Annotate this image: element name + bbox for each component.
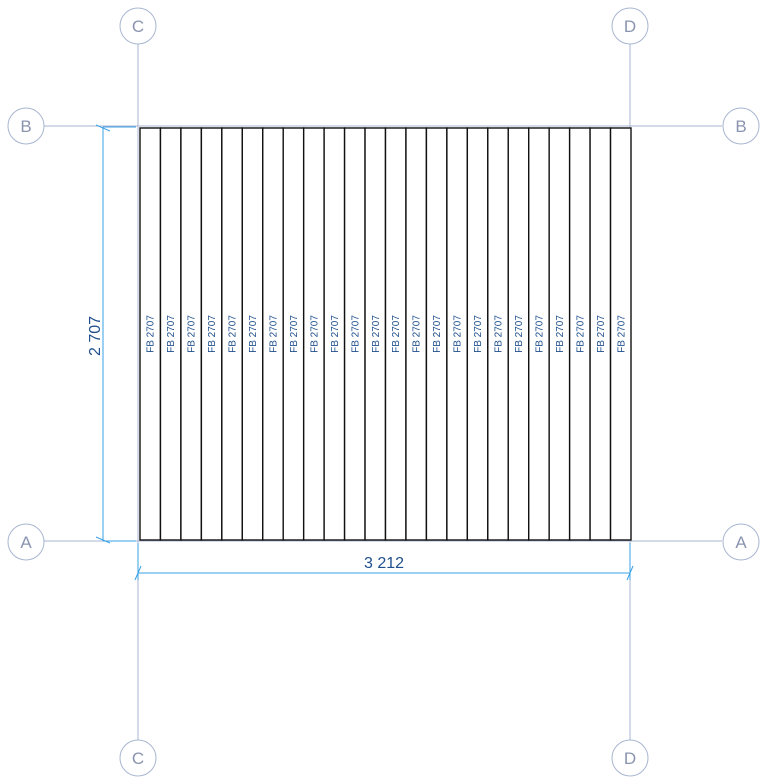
grid-bubble-c-bottom: C <box>119 739 157 777</box>
dimension-width-label: 3 212 <box>364 555 404 572</box>
plank-label: FB 2707 <box>330 315 341 353</box>
grid-bubble-d-top: D <box>611 7 649 45</box>
plank-label: FB 2707 <box>228 315 239 353</box>
plank-label: FB 2707 <box>555 315 566 353</box>
plank-label: FB 2707 <box>412 315 423 353</box>
plank-label: FB 2707 <box>248 315 259 353</box>
grid-bubble-d-bottom: D <box>611 739 649 777</box>
grid-label-c-top: C <box>132 17 144 36</box>
plank-label: FB 2707 <box>289 315 300 353</box>
plank-label: FB 2707 <box>146 315 157 353</box>
grid-bubble-b-left: B <box>7 107 45 145</box>
plank-label: FB 2707 <box>187 315 198 353</box>
plank-label: FB 2707 <box>453 315 464 353</box>
grid-label-b-right: B <box>735 117 746 136</box>
grid-label-a-right: A <box>735 533 747 552</box>
plank-label: FB 2707 <box>473 315 484 353</box>
grid-label-c-bottom: C <box>132 749 144 768</box>
plank-label: FB 2707 <box>166 315 177 353</box>
dimension-height: 2 707 <box>87 124 136 544</box>
plank-label: FB 2707 <box>575 315 586 353</box>
plank <box>609 127 632 541</box>
plank-label: FB 2707 <box>616 315 627 353</box>
plank-label: FB 2707 <box>534 315 545 353</box>
grid-label-b-left: B <box>20 117 31 136</box>
grid-bubble-b-right: B <box>722 107 760 145</box>
plank-label: FB 2707 <box>207 315 218 353</box>
plank-group: FB 2707 FB 2707 FB 2707 FB 2707 FB 2707 FB 27… <box>139 127 632 541</box>
dimension-width: 3 212 <box>134 543 634 581</box>
dimension-height-label: 2 707 <box>87 316 104 356</box>
plank-label: FB 2707 <box>391 315 402 353</box>
plank-label: FB 2707 <box>309 315 320 353</box>
plank-label: FB 2707 <box>371 315 382 353</box>
plank-label: FB 2707 <box>268 315 279 353</box>
grid-bubble-a-left: A <box>7 523 45 561</box>
grid-bubble-c-top: C <box>119 7 157 45</box>
grid-label-d-top: D <box>624 17 636 36</box>
grid-label-d-bottom: D <box>624 749 636 768</box>
plank-label: FB 2707 <box>596 315 607 353</box>
grid-label-a-left: A <box>20 533 32 552</box>
plank-label: FB 2707 <box>514 315 525 353</box>
plank-label: FB 2707 <box>350 315 361 353</box>
plank-label: FB 2707 <box>494 315 505 353</box>
grid-bubble-a-right: A <box>722 523 760 561</box>
plank-label: FB 2707 <box>432 315 443 353</box>
